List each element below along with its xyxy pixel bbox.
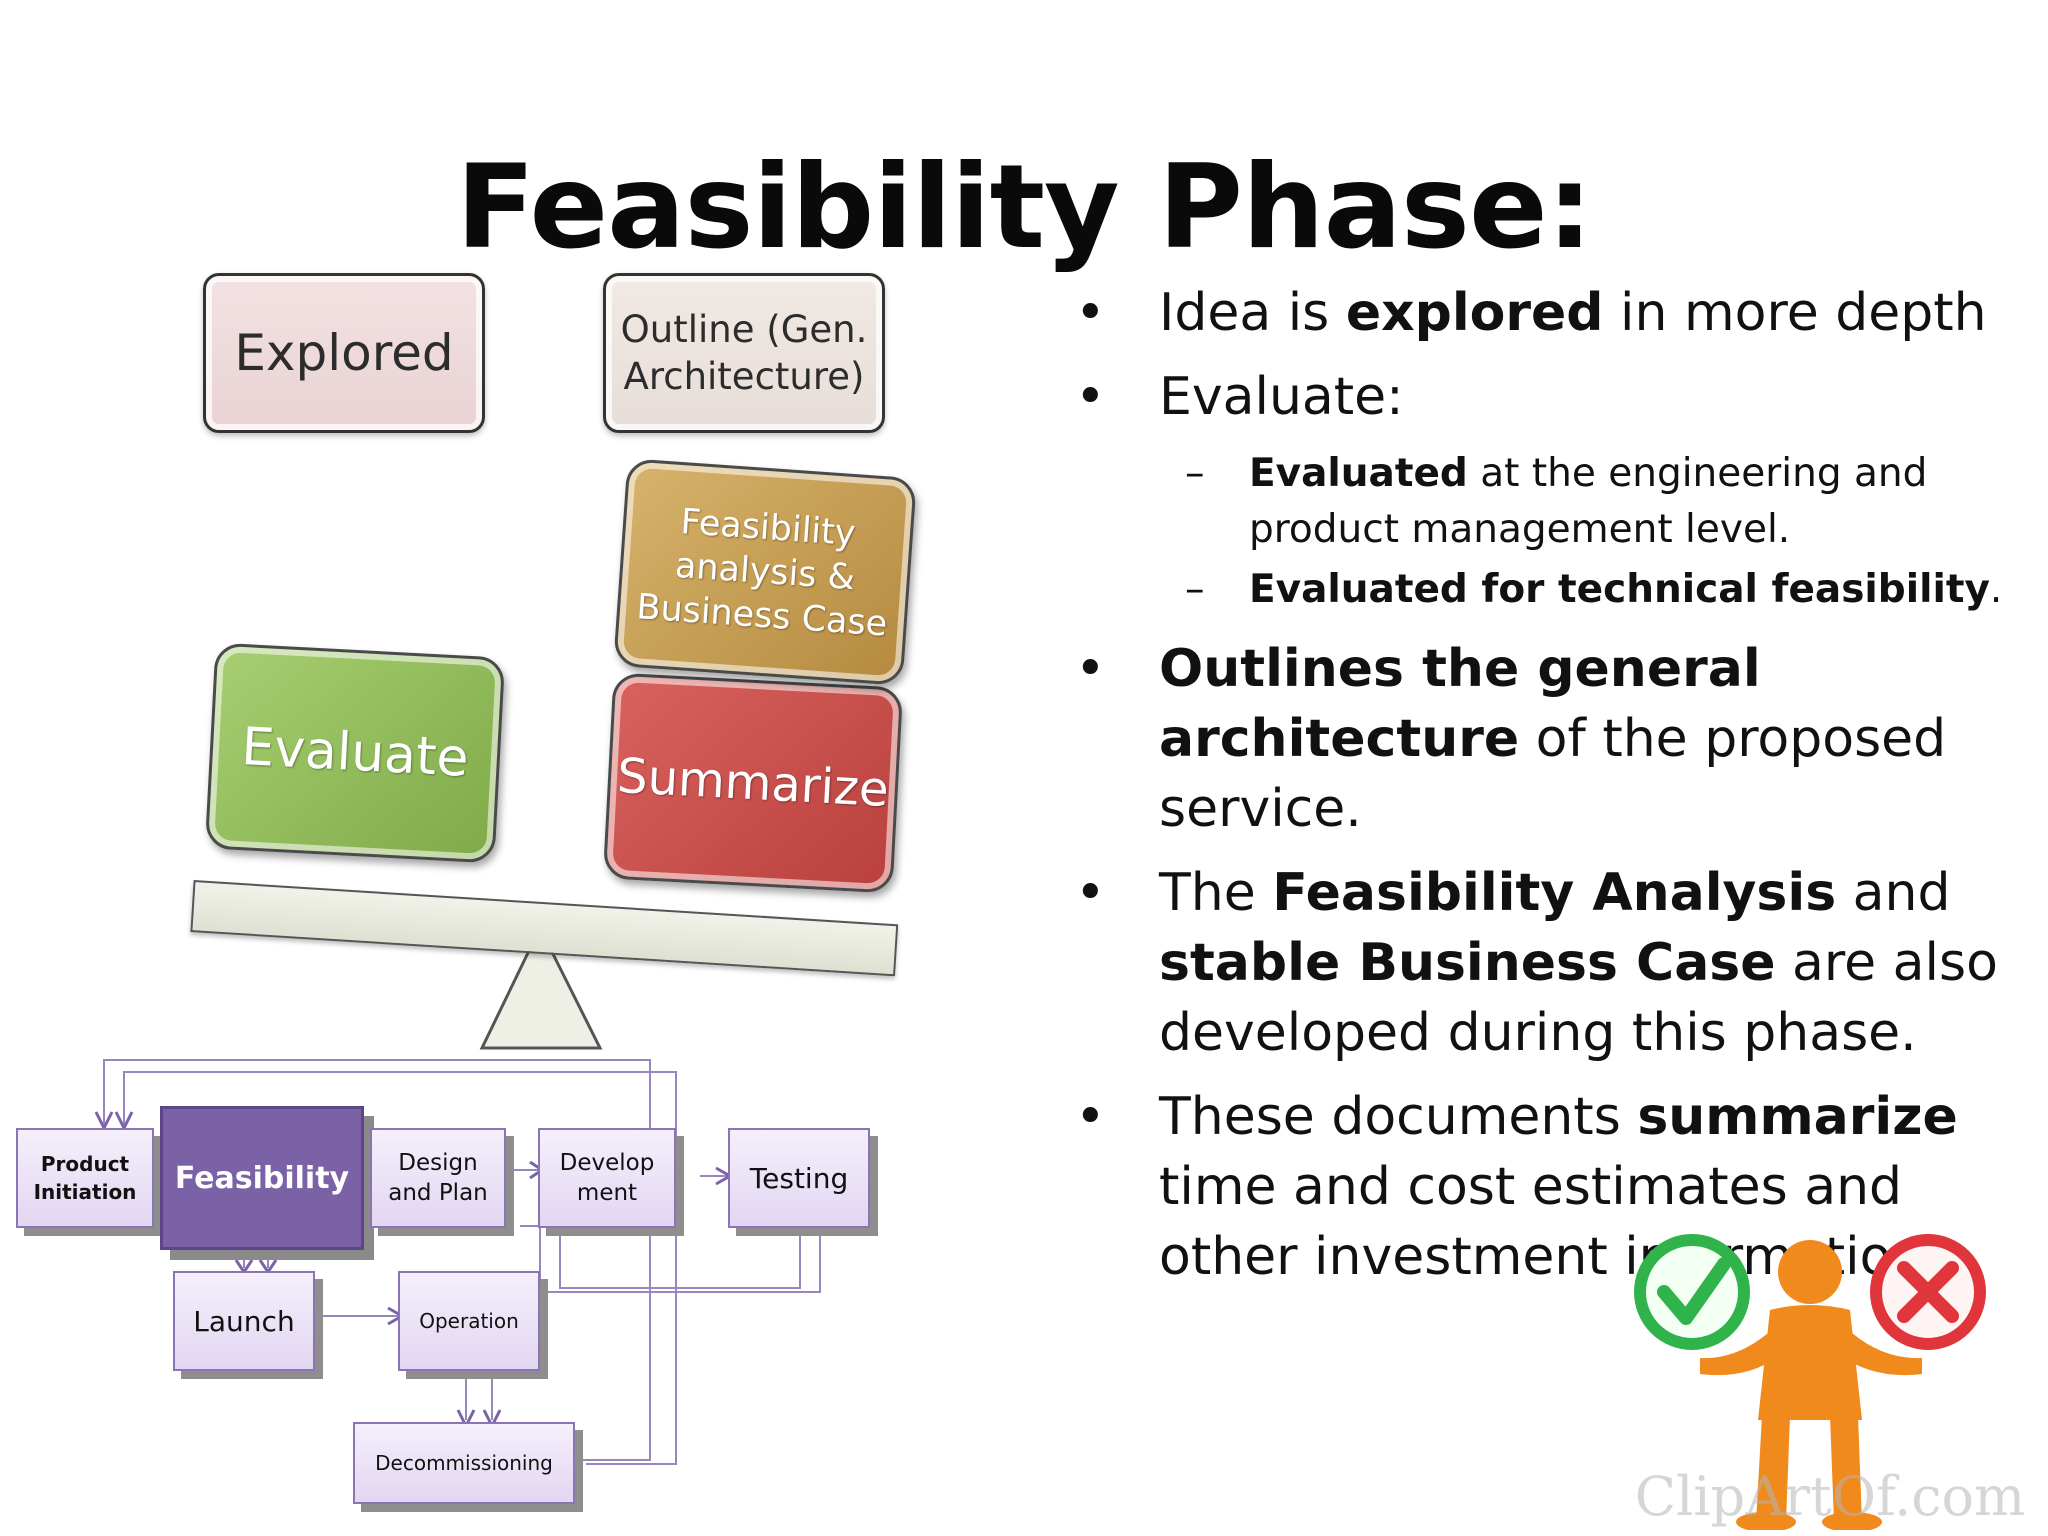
outline-box: Outline (Gen. Architecture) [603, 273, 885, 433]
product-initiation-line2: Initiation [33, 1180, 137, 1204]
bullet-dot: • [1075, 863, 1106, 923]
decision-figure-clipart [1634, 1234, 1986, 1530]
develop-line1: Develop [559, 1150, 655, 1176]
sub-bullet-item: – Evaluated for technical feasibility. [1075, 562, 2035, 618]
process-feasibility: Feasibility [160, 1106, 364, 1250]
explored-box: Explored [203, 273, 485, 433]
bullet-dot: • [1075, 283, 1106, 343]
design-line1: Design [398, 1150, 478, 1176]
bullet-text: Evaluate: [1159, 367, 1404, 427]
process-product-initiation: Product Initiation [16, 1128, 154, 1228]
bullet-text: time and cost estimates and other invest… [1159, 1157, 1925, 1287]
outline-label-line2: Architecture) [623, 355, 865, 398]
bullet-item: • The Feasibility Analysis and stable Bu… [1075, 858, 2035, 1068]
slide-title: Feasibility Phase: [455, 140, 1593, 275]
bullet-text: and [1836, 863, 1951, 923]
feasibility-analysis-block: Feasibility analysis & Business Case [613, 458, 917, 686]
bullet-text: The [1159, 863, 1273, 923]
bullet-bold: Outlines the general architecture [1159, 639, 1761, 769]
sub-bullet-item: – Evaluated at the engineering and produ… [1075, 446, 2035, 558]
product-initiation-line1: Product [40, 1152, 130, 1176]
outline-label-line1: Outline (Gen. [620, 308, 868, 351]
fulcrum-triangle [479, 924, 603, 1050]
process-development: Develop ment [538, 1128, 676, 1228]
bullet-bold: stable Business Case [1159, 933, 1776, 993]
summarize-label: Summarize [615, 747, 891, 819]
explored-label: Explored [234, 324, 454, 382]
operation-label: Operation [419, 1309, 519, 1333]
check-icon [1634, 1234, 1750, 1350]
bullet-item: • These documents summarize time and cos… [1075, 1082, 2035, 1292]
bullet-text: These documents [1159, 1087, 1638, 1147]
process-decommissioning: Decommissioning [353, 1422, 575, 1504]
bullet-list: • Idea is explored in more depth • Evalu… [1075, 278, 2035, 1306]
process-operation: Operation [398, 1271, 540, 1371]
sub-bullet-bold: Evaluated for technical feasibility [1249, 567, 1990, 612]
bullet-dot: • [1075, 1087, 1106, 1147]
summarize-block: Summarize [602, 672, 904, 894]
clipart-watermark: ClipArtOf.com [1634, 1465, 2026, 1528]
evaluate-block: Evaluate [204, 642, 506, 864]
testing-label: Testing [749, 1161, 849, 1195]
sub-bullet-text: at the engineering and product managemen… [1249, 451, 1928, 552]
cross-icon [1870, 1234, 1986, 1350]
decommissioning-label: Decommissioning [375, 1451, 553, 1475]
bullet-text: of the proposed service. [1159, 709, 1947, 839]
bullet-item: • Outlines the general architecture of t… [1075, 634, 2035, 844]
develop-line2: ment [576, 1180, 638, 1206]
bullet-item: • Evaluate: [1075, 362, 2035, 432]
bullet-dot: • [1075, 367, 1106, 427]
bullet-bold: explored [1345, 283, 1604, 343]
process-connectors [94, 1059, 821, 1465]
bullet-text: in more depth [1603, 283, 1987, 343]
bullet-text: are also developed during this phase. [1159, 933, 1998, 1063]
sub-bullet-dash: – [1185, 567, 1205, 612]
bullet-dot: • [1075, 639, 1106, 699]
sub-bullet-text: . [1989, 567, 2003, 612]
sub-bullet-dash: – [1185, 451, 1205, 496]
person-figure [1700, 1240, 1922, 1530]
launch-label: Launch [193, 1304, 295, 1338]
process-launch: Launch [173, 1271, 315, 1371]
process-feasibility-label: Feasibility [174, 1160, 350, 1196]
bullet-bold: Feasibility Analysis [1272, 863, 1837, 923]
process-design-and-plan: Design and Plan [370, 1128, 506, 1228]
bullet-bold: summarize [1637, 1087, 1958, 1147]
sub-bullet-bold: Evaluated [1249, 451, 1468, 496]
process-testing: Testing [728, 1128, 870, 1228]
bullet-text: Idea is [1159, 283, 1346, 343]
bullet-item: • Idea is explored in more depth [1075, 278, 2035, 348]
evaluate-label: Evaluate [240, 717, 470, 789]
design-line2: and Plan [388, 1180, 488, 1206]
